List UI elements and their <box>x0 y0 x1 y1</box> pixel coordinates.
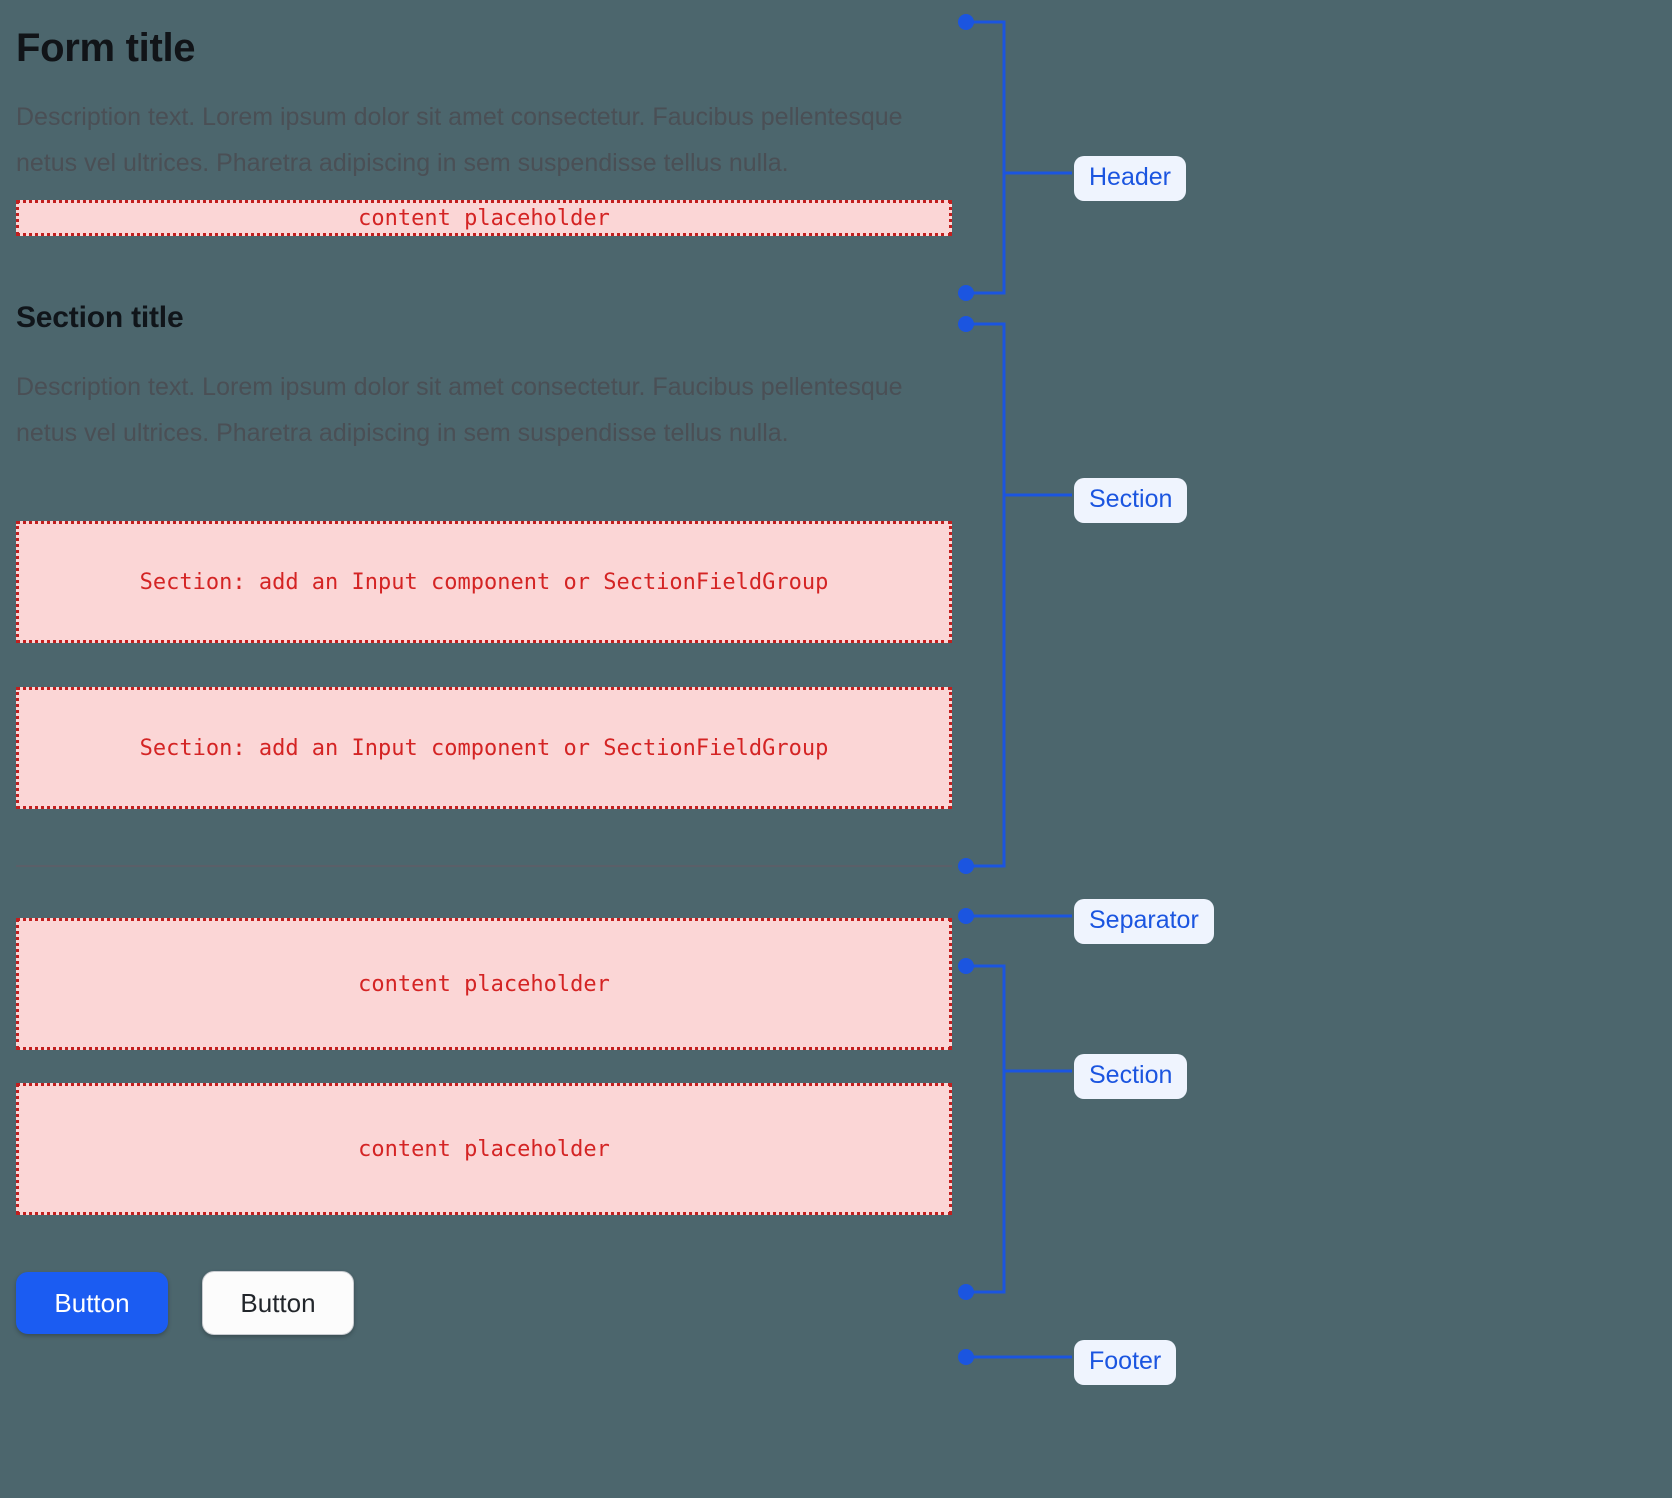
form-section-two: content placeholder content placeholder <box>16 918 952 1215</box>
annotation-badge-section-one[interactable]: Section <box>1074 478 1188 523</box>
section-one-bracket <box>966 322 1006 868</box>
section-two-bracket <box>966 964 1006 1294</box>
form-section-one: Section title Description text. Lorem ip… <box>16 300 952 809</box>
form-header: Form title Description text. Lorem ipsum… <box>16 24 952 236</box>
anchor-dot <box>958 1349 974 1365</box>
header-content-placeholder: content placeholder <box>16 200 952 236</box>
section-title: Section title <box>16 301 184 334</box>
form-footer: Button Button <box>16 1271 952 1335</box>
anchor-dot <box>958 285 974 301</box>
form-container: Form title Description text. Lorem ipsum… <box>16 0 952 1335</box>
anchor-dot <box>958 316 974 332</box>
annotation-badge-header[interactable]: Header <box>1074 156 1186 201</box>
primary-button[interactable]: Button <box>16 1272 168 1334</box>
annotation-badge-separator[interactable]: Separator <box>1074 899 1214 944</box>
annotation-badge-footer[interactable]: Footer <box>1074 1340 1177 1385</box>
section-description: Description text. Lorem ipsum dolor sit … <box>16 373 903 447</box>
separator <box>16 865 952 867</box>
anchor-dot <box>958 1284 974 1300</box>
header-bracket <box>966 20 1006 295</box>
header-description: Description text. Lorem ipsum dolor sit … <box>16 103 903 177</box>
anchor-dot <box>958 908 974 924</box>
section-field-placeholder-a: Section: add an Input component or Secti… <box>16 521 952 643</box>
annotation-badge-section-two[interactable]: Section <box>1074 1054 1188 1099</box>
section-field-placeholder-b: Section: add an Input component or Secti… <box>16 687 952 809</box>
page-title: Form title <box>16 26 196 70</box>
anchor-dot <box>958 958 974 974</box>
anchor-dot <box>958 858 974 874</box>
anchor-dot <box>958 14 974 30</box>
secondary-button[interactable]: Button <box>202 1271 354 1335</box>
section-two-content-placeholder-a: content placeholder <box>16 918 952 1050</box>
section-two-content-placeholder-b: content placeholder <box>16 1083 952 1215</box>
